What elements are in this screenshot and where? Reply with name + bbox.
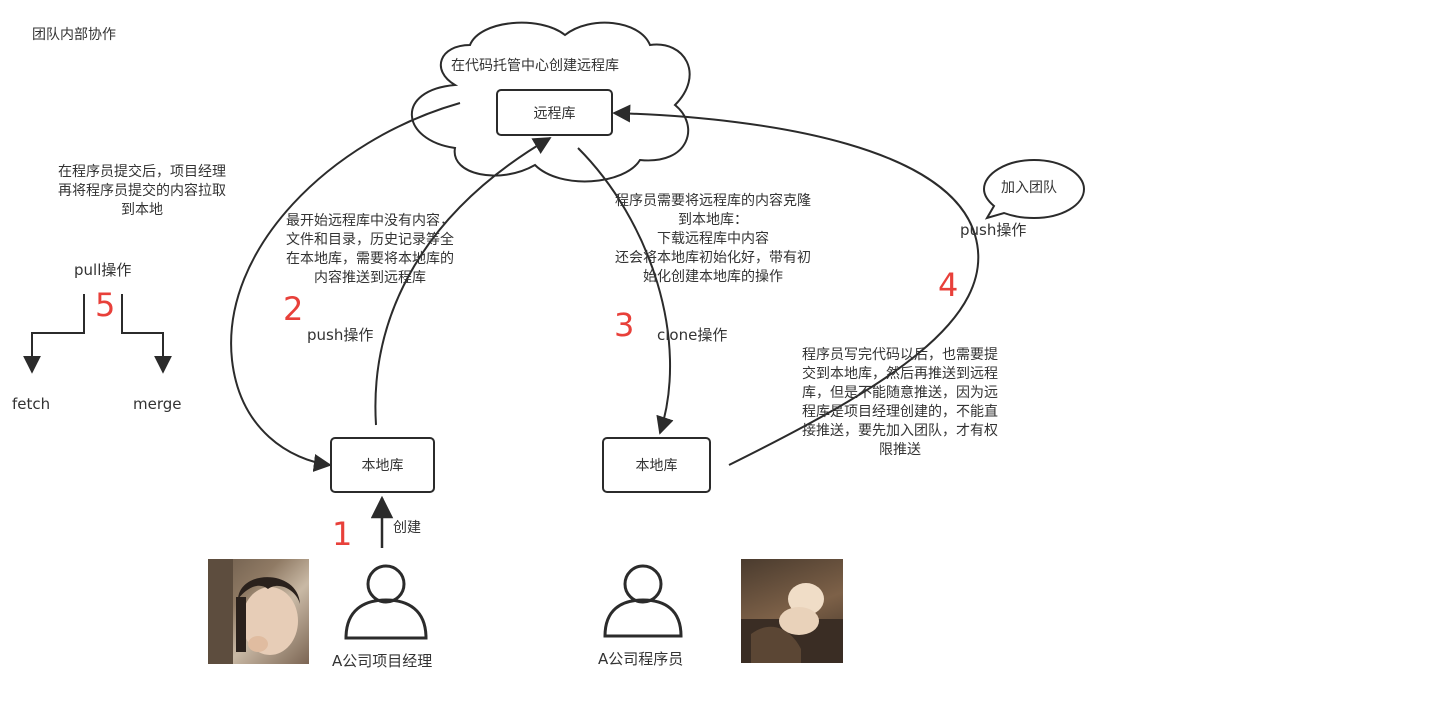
pull-note-line: 到本地 — [121, 202, 163, 218]
manager-label: A公司项目经理 — [332, 652, 433, 670]
step-number-3: 3 — [614, 306, 635, 344]
push2-note-line: 接推送，要先加入团队，才有权 — [802, 423, 998, 439]
push-note-line: 最开始远程库中没有内容， — [286, 213, 454, 229]
pull-label: pull操作 — [74, 261, 132, 279]
push2-note-line: 库，但是不能随意推送，因为远 — [802, 385, 998, 401]
arrow-push-local-right-to-remote — [612, 104, 980, 466]
push2-note-line: 交到本地库，然后再推送到远程 — [802, 366, 998, 382]
pull-note-line: 再将程序员提交的内容拉取 — [58, 183, 226, 199]
push-note-line: 内容推送到远程库 — [314, 270, 426, 286]
local-repo-box-manager: 本地库 — [330, 437, 435, 493]
arrow-clone-remote-to-local — [577, 147, 674, 435]
create-label: 创建 — [393, 520, 421, 536]
clone-note-line: 还会将本地库初始化好，带有初 — [615, 250, 811, 266]
remote-repo-box: 远程库 — [496, 89, 613, 136]
page-title: 团队内部协作 — [32, 27, 116, 43]
manager-photo — [208, 559, 309, 664]
push2-note-line: 程序员写完代码以后，也需要提 — [802, 347, 998, 363]
programmer-photo — [741, 559, 843, 663]
push2-note-line: 限推送 — [879, 442, 921, 458]
clone-note-line: 下载远程库中内容 — [657, 231, 769, 247]
clone-label: clone操作 — [657, 326, 728, 344]
step-number-2: 2 — [283, 290, 304, 328]
clone-note-line: 到本地库： — [678, 212, 748, 228]
local-repo-box-programmer: 本地库 — [602, 437, 711, 493]
push2-note-line: 程库是项目经理创建的，不能直 — [802, 404, 998, 420]
pull-note-line: 在程序员提交后，项目经理 — [58, 164, 226, 180]
join-team-label: 加入团队 — [1001, 180, 1057, 196]
step-number-5: 5 — [95, 286, 116, 324]
arrow-push-local-to-remote — [374, 137, 552, 426]
step-number-1: 1 — [332, 515, 353, 553]
speech-bubble — [982, 158, 1086, 220]
merge-label: merge — [133, 395, 182, 413]
clone-note-line: 程序员需要将远程库的内容克隆 — [615, 193, 811, 209]
person-icon-programmer — [603, 564, 683, 638]
fetch-label: fetch — [12, 395, 51, 413]
arrow-pull-to-merge — [121, 294, 172, 374]
programmer-label: A公司程序员 — [598, 650, 684, 668]
arrow-pull-to-fetch — [23, 294, 85, 374]
push-note: 最开始远程库中没有内容， 文件和目录，历史记录等全 在本地库，需要将本地库的 内… — [270, 212, 470, 288]
cloud-label: 在代码托管中心创建远程库 — [451, 58, 619, 74]
person-icon-manager — [344, 564, 428, 640]
step-number-4: 4 — [938, 266, 959, 304]
arrow-remote-to-local-left — [230, 102, 461, 472]
push-note-line: 文件和目录，历史记录等全 — [286, 232, 454, 248]
clone-note-line: 始化创建本地库的操作 — [643, 269, 783, 285]
push-label-right: push操作 — [960, 221, 1027, 239]
push2-note: 程序员写完代码以后，也需要提 交到本地库，然后再推送到远程 库，但是不能随意推送… — [780, 346, 1020, 460]
push-note-line: 在本地库，需要将本地库的 — [286, 251, 454, 267]
pull-note: 在程序员提交后，项目经理 再将程序员提交的内容拉取 到本地 — [42, 163, 242, 220]
push-label-left: push操作 — [307, 326, 374, 344]
clone-note: 程序员需要将远程库的内容克隆 到本地库： 下载远程库中内容 还会将本地库初始化好… — [597, 192, 829, 287]
